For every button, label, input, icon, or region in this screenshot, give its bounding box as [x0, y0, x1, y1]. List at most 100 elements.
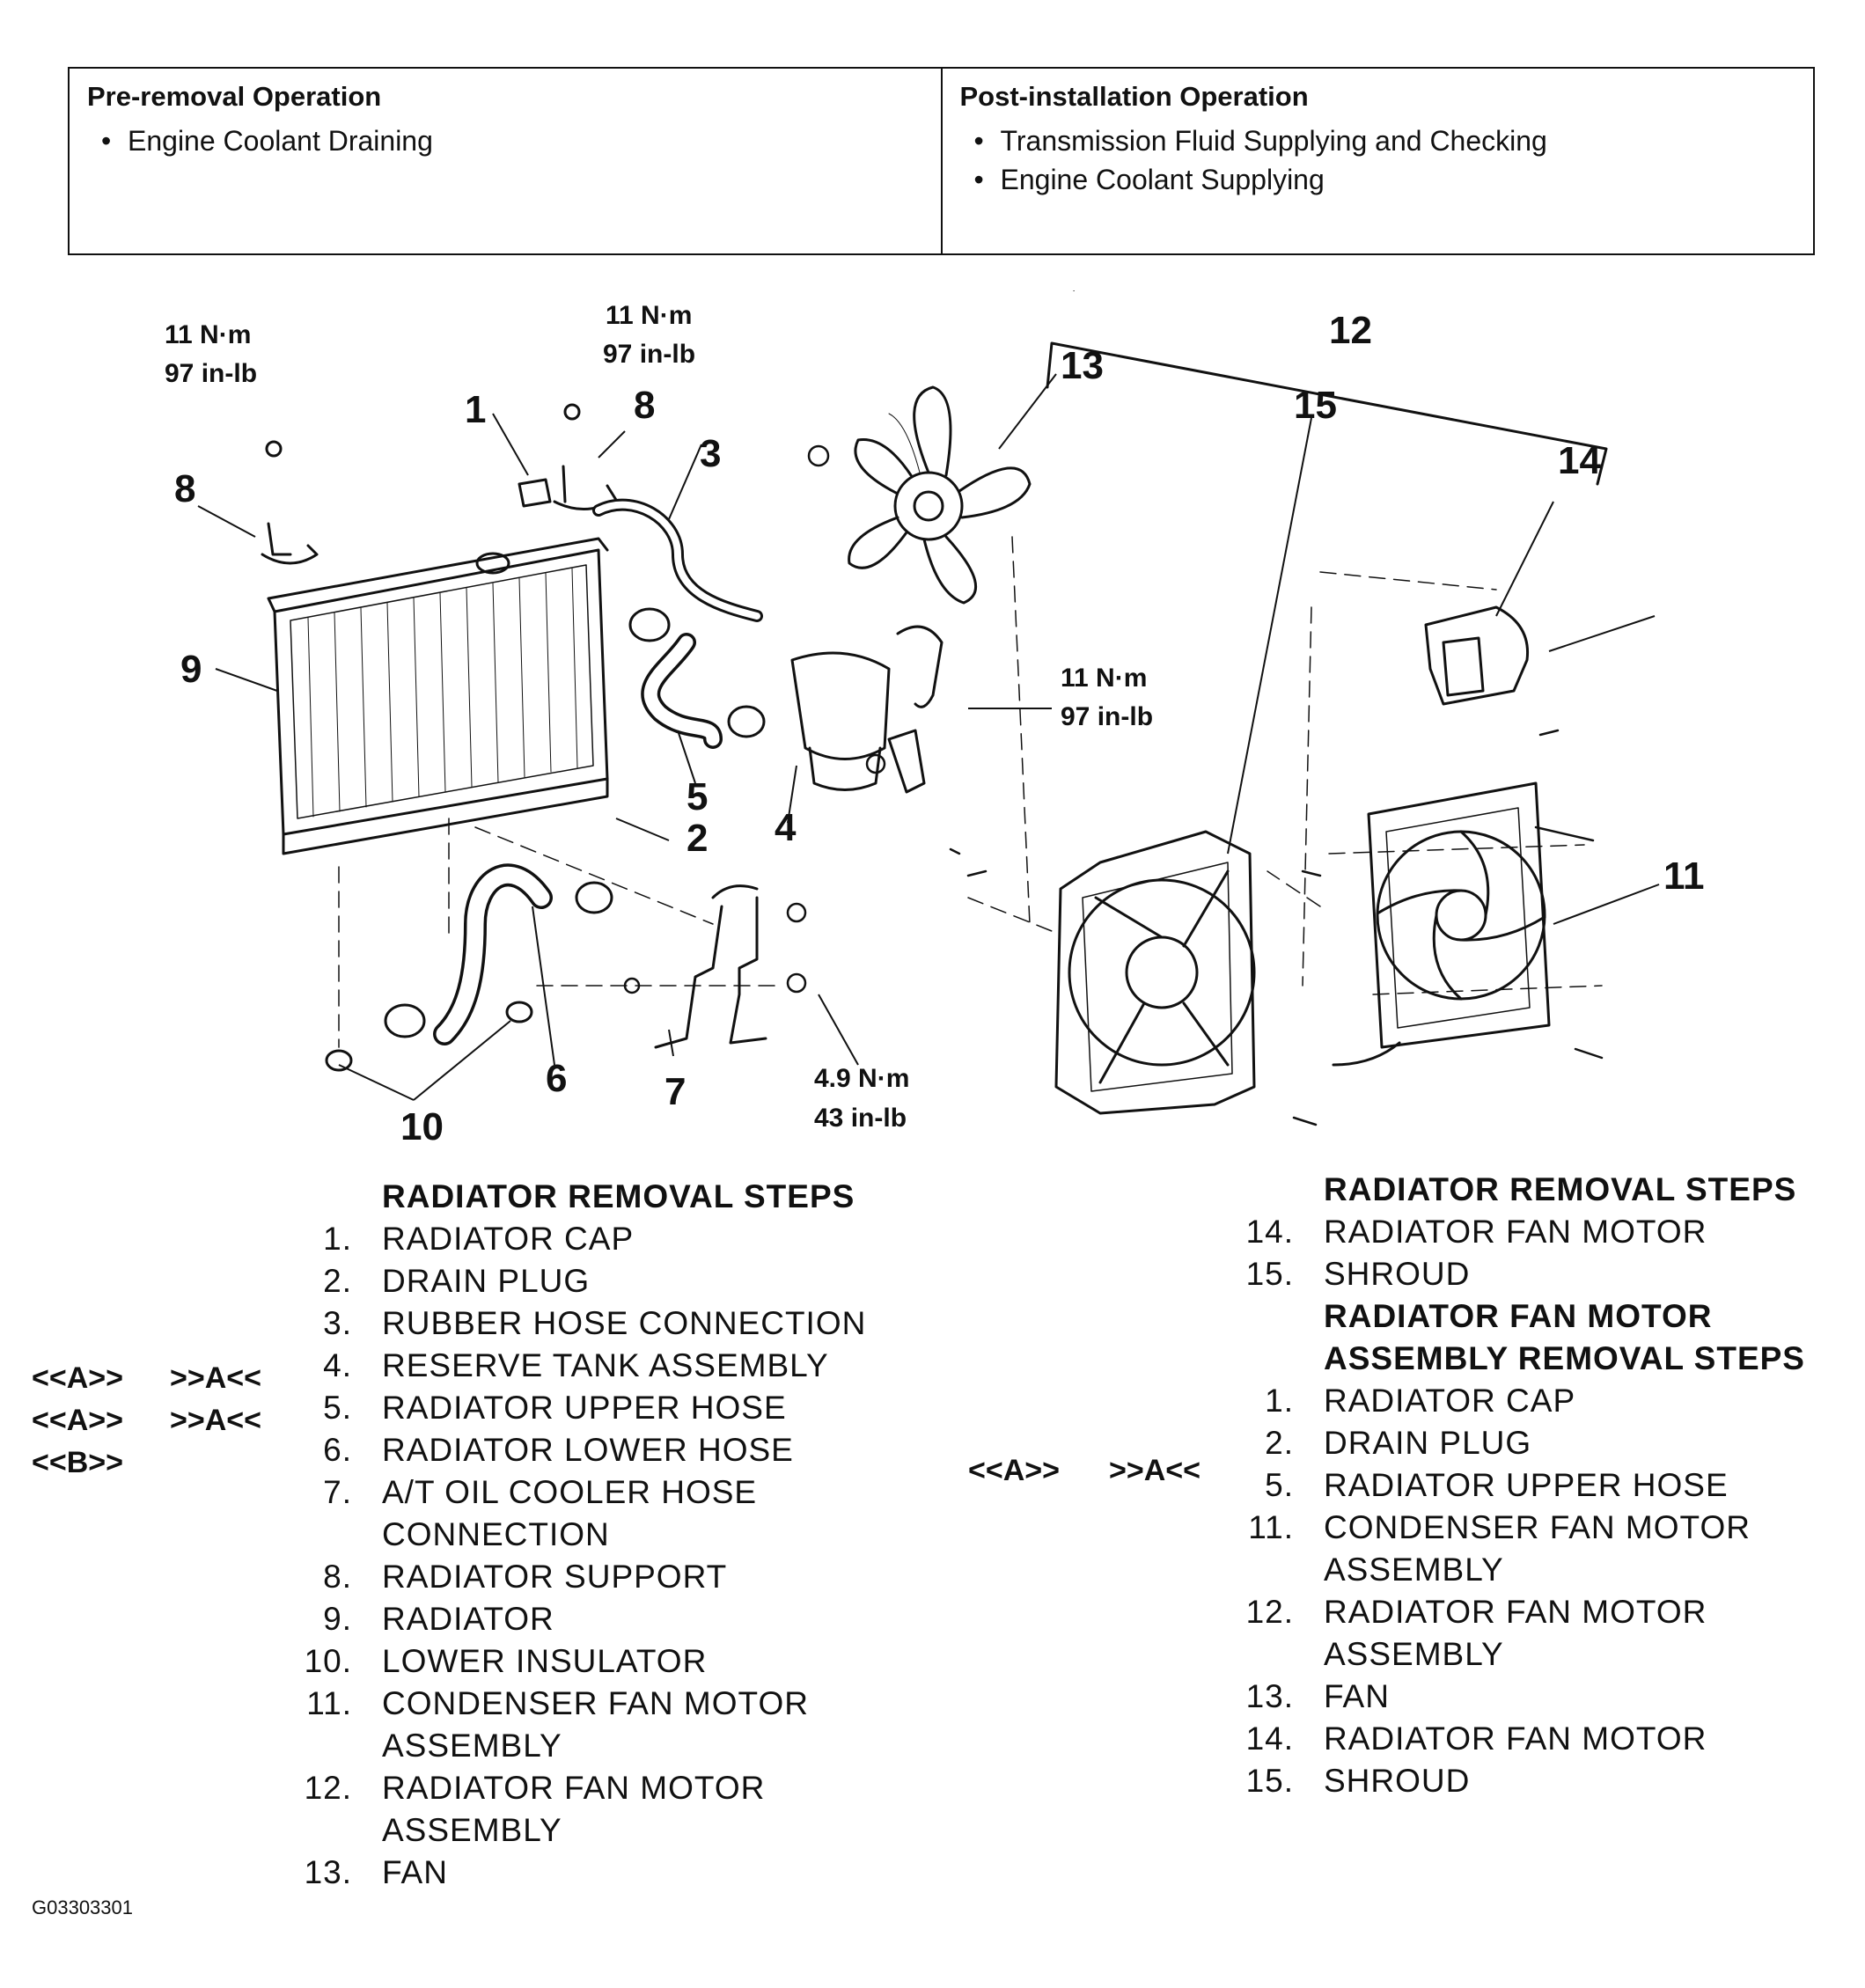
left-service-marks: <<A>> >>A<< <<A>> >>A<< <<B>> — [32, 1188, 296, 1484]
steps-heading: ASSEMBLY REMOVAL STEPS — [1324, 1340, 1805, 1376]
right-removal-steps: RADIATOR REMOVAL STEPS 14.RADIATOR FAN M… — [1223, 1169, 1857, 1802]
step-row: ASSEMBLY — [1223, 1633, 1857, 1676]
callout-2: 2 — [687, 817, 708, 860]
step-text: ASSEMBLY — [1324, 1552, 1504, 1588]
install-mark: >>A<< — [1109, 1454, 1201, 1487]
torque-nm: 11 N·m — [1061, 664, 1147, 693]
post-installation-column: Post-installation Operation Transmission… — [940, 69, 1814, 253]
step-row: 10. LOWER INSULATOR — [282, 1640, 915, 1683]
callout-8: 8 — [174, 467, 195, 510]
torque-nm: 11 N·m — [606, 301, 692, 330]
step-row: 6. RADIATOR LOWER HOSE — [282, 1429, 915, 1471]
step-row: 11.CONDENSER FAN MOTOR — [282, 1683, 915, 1725]
step-number — [282, 1809, 382, 1852]
step-number: 10. — [304, 1643, 352, 1679]
step-text: RADIATOR LOWER HOSE — [382, 1432, 794, 1468]
step-row: 9.RADIATOR — [282, 1598, 915, 1640]
callout-10: 10 — [400, 1105, 444, 1148]
step-number — [282, 1514, 382, 1556]
step-row: 7. A/T OIL COOLER HOSE — [282, 1471, 915, 1514]
step-row: CONNECTION — [282, 1514, 915, 1556]
step-text: RADIATOR UPPER HOSE — [382, 1390, 787, 1426]
callout-1: 1 — [465, 388, 486, 431]
mark-row: <<B>> — [32, 1441, 296, 1484]
callout-9: 9 — [180, 648, 202, 691]
step-text: LOWER INSULATOR — [382, 1643, 708, 1679]
step-row: 1. RADIATOR CAP — [1223, 1380, 1857, 1422]
step-text: ASSEMBLY — [1324, 1636, 1504, 1672]
step-number: 6. — [323, 1432, 352, 1468]
pre-removal-list: Engine Coolant Draining — [87, 121, 923, 160]
mark-row — [32, 1315, 296, 1357]
right-service-marks: <<A>> >>A<< — [968, 1454, 1232, 1488]
step-text: RADIATOR FAN MOTOR — [1324, 1594, 1707, 1630]
step-row: 1.RADIATOR CAP — [282, 1218, 915, 1260]
step-text: CONDENSER FAN MOTOR — [382, 1685, 809, 1721]
step-number: 5. — [1265, 1467, 1294, 1503]
step-text: SHROUD — [1324, 1763, 1471, 1799]
install-mark: >>A<< — [170, 1361, 261, 1395]
removal-mark: <<A>> — [32, 1361, 123, 1395]
step-number: 2. — [323, 1263, 352, 1299]
step-row: 13.FAN — [1223, 1676, 1857, 1718]
step-row: 5. RADIATOR UPPER HOSE — [1223, 1464, 1857, 1507]
removal-mark: <<B>> — [32, 1446, 123, 1479]
step-row: 12.RADIATOR FAN MOTOR — [282, 1767, 915, 1809]
step-row: 15.SHROUD — [1223, 1760, 1857, 1802]
step-number: 7. — [323, 1474, 352, 1510]
step-number: 3. — [323, 1305, 352, 1341]
step-number: 1. — [1265, 1383, 1294, 1419]
step-text: DRAIN PLUG — [382, 1263, 591, 1299]
step-text: RADIATOR SUPPORT — [382, 1559, 728, 1595]
callout-6: 6 — [546, 1057, 567, 1100]
step-text: CONDENSER FAN MOTOR — [1324, 1509, 1751, 1545]
step-text: ASSEMBLY — [382, 1728, 562, 1764]
step-number: 12. — [304, 1770, 352, 1806]
step-text: RESERVE TANK ASSEMBLY — [382, 1347, 829, 1383]
torque-inlb: 97 in-lb — [165, 359, 257, 388]
bolts-group — [623, 444, 1604, 1126]
step-row: ASSEMBLY — [1223, 1549, 1857, 1591]
post-installation-list: Transmission Fluid Supplying and Checkin… — [960, 121, 1796, 199]
step-text: A/T OIL COOLER HOSE — [382, 1474, 758, 1510]
step-row: 5. RADIATOR UPPER HOSE — [282, 1387, 915, 1429]
step-number — [282, 1725, 382, 1767]
install-mark: >>A<< — [170, 1404, 261, 1437]
step-number: 11. — [1248, 1509, 1294, 1545]
pre-removal-title: Pre-removal Operation — [87, 81, 382, 112]
step-number: 13. — [304, 1854, 352, 1890]
removal-mark: <<A>> — [968, 1454, 1060, 1487]
mark-row: <<A>> >>A<< — [32, 1357, 296, 1399]
step-number: 12. — [1245, 1594, 1294, 1630]
step-number: 5. — [323, 1390, 352, 1426]
callout-7: 7 — [664, 1070, 686, 1113]
left-removal-steps: RADIATOR REMOVAL STEPS 1.RADIATOR CAP 2.… — [282, 1176, 915, 1894]
fan-part — [848, 385, 1032, 605]
callout-11: 11 — [1663, 855, 1705, 898]
radiator-fan-motor-part — [1424, 605, 1530, 706]
callout-8: 8 — [634, 384, 655, 427]
step-row: 13.FAN — [282, 1852, 915, 1894]
step-row: 14.RADIATOR FAN MOTOR — [1223, 1718, 1857, 1760]
step-text: CONNECTION — [382, 1516, 610, 1552]
steps-heading: RADIATOR REMOVAL STEPS — [382, 1178, 855, 1214]
callout-14: 14 — [1558, 439, 1601, 482]
step-row: 14.RADIATOR FAN MOTOR — [1223, 1211, 1857, 1253]
post-installation-item: Engine Coolant Supplying — [974, 160, 1796, 199]
radiator-support-part — [261, 403, 618, 565]
step-row: 11. CONDENSER FAN MOTOR — [1223, 1507, 1857, 1549]
step-number: 13. — [1245, 1678, 1294, 1714]
post-installation-title: Post-installation Operation — [959, 81, 1309, 112]
torque-nm: 4.9 N·m — [814, 1064, 909, 1093]
step-text: SHROUD — [1324, 1256, 1471, 1292]
step-text: RADIATOR UPPER HOSE — [1324, 1467, 1729, 1503]
radiator-part — [267, 537, 609, 855]
callout-3: 3 — [700, 432, 721, 475]
step-text: RADIATOR CAP — [1324, 1383, 1576, 1419]
mark-row — [32, 1230, 296, 1273]
callout-15: 15 — [1294, 384, 1337, 427]
step-row: 2. DRAIN PLUG — [282, 1260, 915, 1302]
shroud-part — [1054, 830, 1256, 1115]
torque-inlb: 43 in-lb — [814, 1104, 907, 1133]
pre-removal-column: Pre-removal Operation Engine Coolant Dra… — [70, 69, 941, 253]
